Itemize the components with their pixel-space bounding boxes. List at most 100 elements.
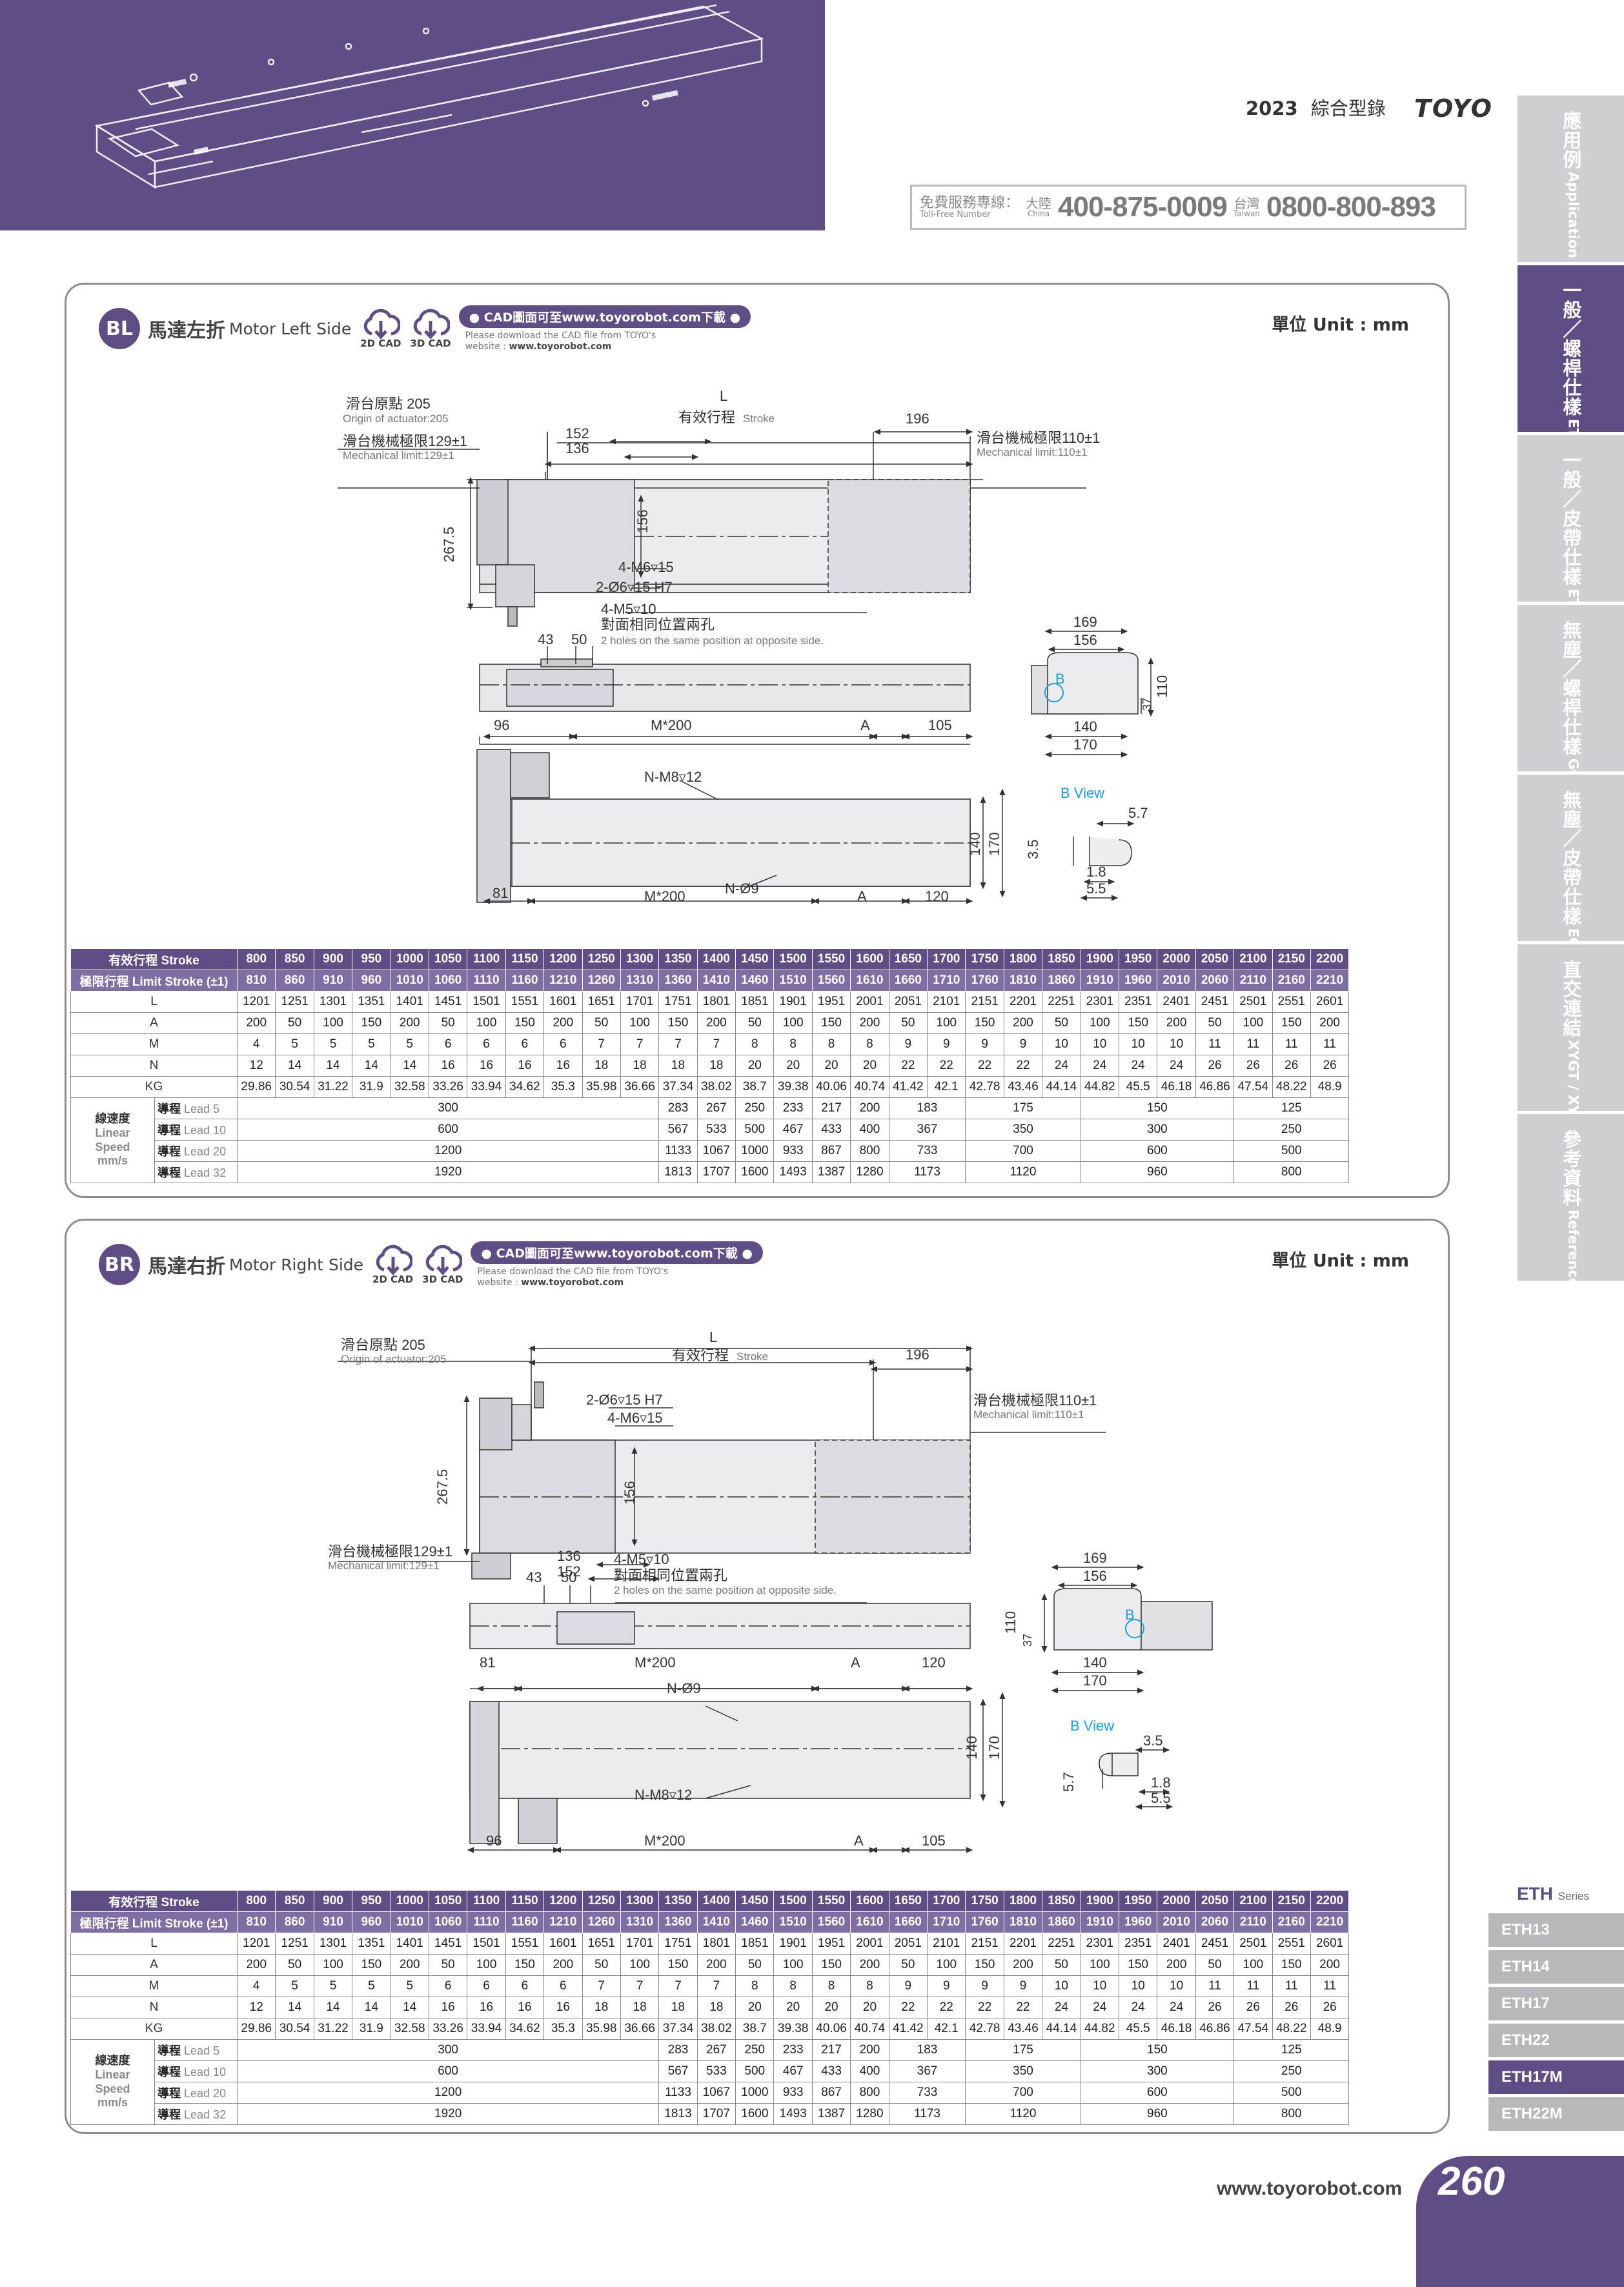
side-tab-5[interactable]: 直交連結XYGT / XYTH / XYTB	[1517, 944, 1624, 1111]
table-cell: 38.7	[735, 2018, 775, 2040]
series-item-eth17[interactable]: ETH17	[1488, 1987, 1624, 2020]
table-cell: 1851	[735, 1933, 775, 1955]
table-cell: 8	[811, 1975, 851, 1997]
table-cell: 38.02	[696, 2018, 736, 2040]
table-cell: 9	[888, 1033, 928, 1055]
limit-cell: 1710	[927, 970, 966, 991]
table-cell: 26	[1195, 1055, 1235, 1077]
table-cell: 150	[811, 1954, 851, 1976]
series-item-eth22m[interactable]: ETH22M	[1488, 2097, 1624, 2131]
limit-cell: 1910	[1080, 1911, 1119, 1933]
panel-title-zh: 馬達左折	[148, 320, 225, 343]
side-tab-label-cn: 應用例	[1559, 111, 1582, 169]
lead-label-en: Lead 10	[184, 2066, 227, 2079]
series-item-eth17m[interactable]: ETH17M	[1488, 2060, 1624, 2094]
series-item-eth22[interactable]: ETH22	[1488, 2024, 1624, 2057]
side-tab-label-cn: 無塵／皮帶仕樣	[1559, 790, 1582, 926]
table-cell: 6	[543, 1975, 583, 1997]
table-cell: 9	[927, 1033, 966, 1055]
table-cell: 10	[1042, 1975, 1081, 1997]
stroke-cell: 1850	[1042, 948, 1081, 970]
table-cell: 20	[811, 1997, 851, 2018]
speed-cell: 500	[1233, 1140, 1350, 1162]
table-cell: 150	[352, 1954, 391, 1976]
cad-2d-download[interactable]: 2D CAD	[360, 308, 401, 349]
cad-download-link[interactable]: ● CAD圖面可至www.toyorobot.com下載 ●	[471, 1241, 763, 1264]
table-cell: 2251	[1042, 991, 1081, 1013]
table-cell: 9	[888, 1975, 928, 1997]
cad-download-link[interactable]: ● CAD圖面可至www.toyorobot.com下載 ●	[458, 305, 751, 328]
stroke-cell: 1150	[505, 1890, 545, 1912]
limit-cell: 2210	[1310, 970, 1350, 991]
table-cell: 40.06	[811, 1076, 851, 1098]
side-tab-3[interactable]: 無塵／螺桿仕樣GCH / ECH	[1517, 605, 1624, 771]
region-china: 大陸 China	[1026, 197, 1051, 218]
label-mech-right-en: Mechanical limit:110±1	[973, 1408, 1084, 1421]
cad-3d-label: 3D CAD	[410, 338, 451, 350]
limit-cell: 1260	[582, 1911, 621, 1933]
speed-cell: 960	[1080, 2103, 1235, 2125]
speed-cell: 1707	[696, 2103, 736, 2125]
table-cell: 2501	[1233, 1933, 1273, 1955]
b-view-marker	[1044, 683, 1064, 702]
limit-cell: 1810	[1003, 1911, 1043, 1933]
label-L: L	[720, 388, 727, 404]
table-cell: 20	[735, 1997, 775, 2018]
dim-140: 140	[1083, 1654, 1107, 1671]
stroke-cell: 2100	[1233, 948, 1273, 970]
speed-cell: 400	[850, 1119, 889, 1141]
cad-note-website[interactable]: www.toyorobot.com	[521, 1277, 624, 1288]
table-cell: 7	[620, 1975, 660, 1997]
stroke-cell: 1900	[1080, 1890, 1119, 1912]
table-cell: 200	[236, 1012, 276, 1034]
table-cell: 10	[1042, 1033, 1081, 1055]
label-holes-en: 2 holes on the same position at opposite…	[614, 1584, 837, 1596]
table-cell: 11	[1310, 1975, 1350, 1997]
stroke-cell: 1500	[773, 948, 813, 970]
cad-3d-download[interactable]: 3D CAD	[422, 1244, 463, 1285]
table-cell: 200	[1310, 1012, 1350, 1034]
side-tab-label-cn: 參考資料	[1559, 1130, 1582, 1207]
table-cell: 50	[275, 1012, 314, 1034]
dim-35: 3.5	[1143, 1733, 1163, 1749]
table-cell: 1601	[543, 991, 583, 1013]
table-cell: 100	[927, 1012, 966, 1034]
taiwan-phone-number[interactable]: 0800-800-893	[1266, 191, 1436, 223]
speed-cell: 1067	[696, 1140, 736, 1162]
cad-note-website[interactable]: www.toyorobot.com	[509, 341, 612, 352]
china-phone-number[interactable]: 400-875-0009	[1058, 191, 1228, 223]
side-tab-text: 無塵／皮帶仕樣ECB	[1559, 790, 1582, 941]
dim-m200b: M*200	[644, 888, 685, 904]
table-cell: 4	[236, 1975, 276, 1997]
table-cell: 9	[965, 1975, 1004, 1997]
table-cell: 6	[428, 1033, 468, 1055]
series-item-eth13[interactable]: ETH13	[1488, 1913, 1624, 1947]
table-cell: 2001	[850, 1933, 889, 1955]
limit-cell: 2060	[1195, 1911, 1235, 1933]
table-cell: 14	[352, 1997, 391, 2018]
catalog-header: 2023 綜合型錄 TOYO	[1246, 94, 1493, 123]
table-cell: 24	[1118, 1997, 1158, 2018]
table-cell: 48.22	[1272, 1076, 1311, 1098]
side-tab-2[interactable]: 一般／皮帶仕樣ETB / M	[1517, 435, 1624, 602]
cad-note-prefix: website :	[477, 1277, 522, 1288]
table-cell: 2051	[888, 1933, 928, 1955]
table-cell: 6	[428, 1975, 468, 1997]
table-cell: 50	[888, 1954, 928, 1976]
table-cell: 42.1	[927, 2018, 966, 2040]
dim-57: 5.7	[1061, 1772, 1077, 1792]
side-tab-1[interactable]: 一般／螺桿仕樣ETH	[1517, 265, 1624, 432]
table-cell: 48.22	[1272, 2018, 1311, 2040]
footer-website[interactable]: www.toyorobot.com	[1217, 2178, 1403, 2199]
panel-motor-right: BR 馬達右折 Motor Right Side 2D CAD 3D CAD ●…	[65, 1219, 1450, 2134]
cad-3d-download[interactable]: 3D CAD	[410, 308, 451, 349]
cad-2d-download[interactable]: 2D CAD	[372, 1244, 413, 1285]
speed-cell: 1600	[735, 1161, 775, 1183]
side-tab-4[interactable]: 無塵／皮帶仕樣ECB	[1517, 775, 1624, 941]
table-cell: 2001	[850, 991, 889, 1013]
series-item-eth14[interactable]: ETH14	[1488, 1950, 1624, 1984]
lead-label-zh: 導程	[157, 1166, 181, 1179]
